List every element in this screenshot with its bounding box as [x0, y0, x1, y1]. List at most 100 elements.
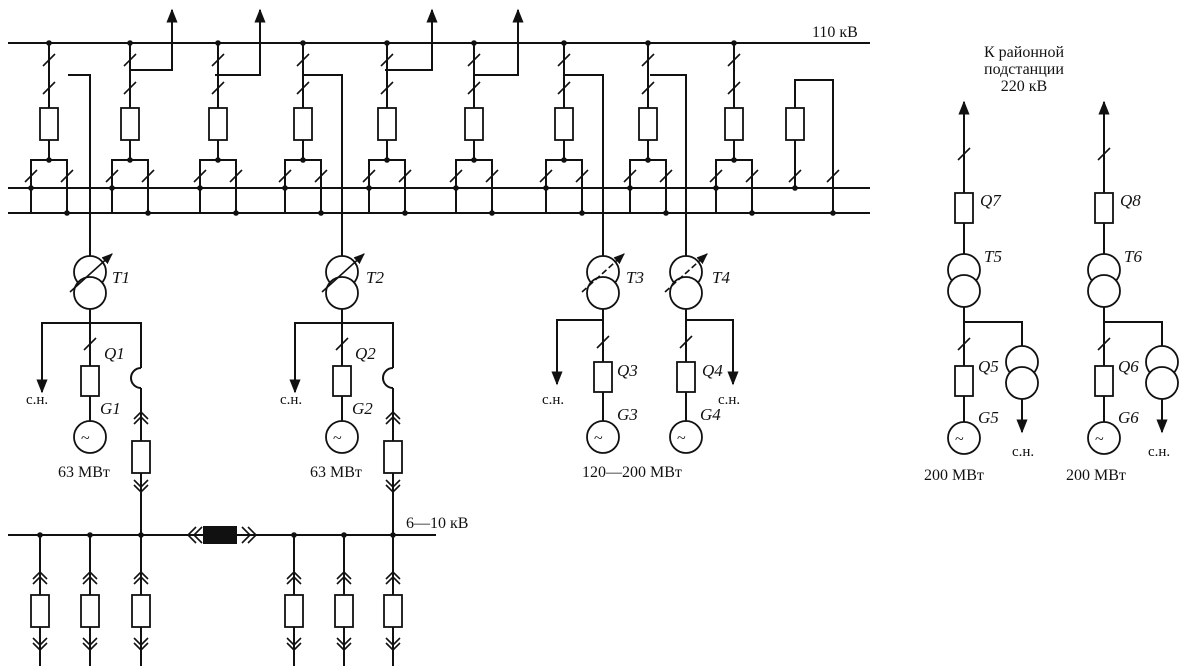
- plug-contact: [385, 575, 401, 585]
- transformer-t1-lv-winding: [73, 276, 107, 310]
- bus-junction: [489, 210, 495, 216]
- bay-breaker: [554, 107, 574, 141]
- breaker-q4: [676, 361, 696, 393]
- generator-g6: [1087, 421, 1121, 455]
- bus-junction: [215, 157, 221, 163]
- bus-disconnector: [193, 169, 207, 183]
- transformer-t5-lv-winding: [947, 274, 981, 308]
- generator-symbol: ~: [955, 431, 964, 448]
- bus-disconnector: [314, 169, 328, 183]
- bus-junction: [282, 185, 288, 191]
- bay-fork: [629, 159, 667, 213]
- plug-contact: [385, 570, 401, 580]
- plug-contact: [133, 410, 149, 420]
- plug-contact: [82, 637, 98, 647]
- breaker-gen-t2: [383, 440, 403, 474]
- regional-label-line3: 220 кВ: [1001, 78, 1047, 95]
- aux-feed-t3: [551, 319, 603, 386]
- regional-label-line1: К районной: [984, 44, 1064, 61]
- outgoing-line-3: [385, 8, 438, 71]
- bay-fork: [284, 159, 322, 213]
- generator-g2: [325, 420, 359, 454]
- reactor-g2: [382, 367, 394, 389]
- disconnector: [467, 81, 481, 95]
- lv-busbar: [8, 526, 436, 544]
- bus-disconnector: [485, 169, 499, 183]
- bus-junction: [830, 210, 836, 216]
- power-g5: 200 МВт: [924, 467, 984, 484]
- power-g6: 200 МВт: [1066, 467, 1126, 484]
- disconnector: [467, 53, 481, 67]
- generator-g5: [947, 421, 981, 455]
- bus-junction: [453, 185, 459, 191]
- plug-contact: [133, 642, 149, 652]
- plug-contact: [385, 484, 401, 494]
- bus-disconnector: [623, 169, 637, 183]
- hv-busbars: [8, 42, 870, 214]
- plug-contact: [336, 637, 352, 647]
- regional-label-line2: подстанции: [984, 61, 1064, 78]
- plug-contact: [82, 570, 98, 580]
- bus-disconnector: [539, 169, 553, 183]
- plug-contact: [385, 415, 401, 425]
- bus-junction: [318, 210, 324, 216]
- label-q7: Q7: [980, 191, 1002, 210]
- sectional-breaker: [203, 526, 237, 544]
- hv-bays: [24, 40, 840, 216]
- label-q2: Q2: [355, 344, 376, 363]
- label-t3: T3: [626, 268, 644, 287]
- reactor-g1: [130, 367, 142, 389]
- plug-contact: [32, 570, 48, 580]
- unit-t4: T4 с.н. Q4 ~ G4: [650, 74, 740, 454]
- label-q8: Q8: [1120, 191, 1141, 210]
- bus-disconnector: [398, 169, 412, 183]
- label-q3: Q3: [617, 361, 638, 380]
- bus-disconnector: [449, 169, 463, 183]
- bus-junction: [366, 185, 372, 191]
- bus-disconnector: [575, 169, 589, 183]
- breaker-q1: [80, 365, 100, 397]
- bay-breaker: [208, 107, 228, 141]
- plug-contact: [133, 570, 149, 580]
- bus-disconnector: [745, 169, 759, 183]
- label-t6: T6: [1124, 247, 1142, 266]
- feeder-breaker: [80, 594, 100, 628]
- bus-junction: [233, 210, 239, 216]
- label-t1: T1: [112, 268, 130, 287]
- generator-symbol: ~: [594, 430, 603, 447]
- disconnector: [296, 81, 310, 95]
- bus-junction: [663, 210, 669, 216]
- bus-junction: [300, 157, 306, 163]
- generator-g1: [73, 420, 107, 454]
- label-g4: G4: [700, 405, 721, 424]
- tap-changer-arrow: [664, 253, 708, 293]
- label-t2: T2: [366, 268, 384, 287]
- power-g1: 63 МВт: [58, 464, 110, 481]
- tap-changer-arrow: [581, 253, 625, 293]
- plug-contact: [385, 637, 401, 647]
- generator-g4: [669, 420, 703, 454]
- breaker-gen-t1: [131, 440, 151, 474]
- bus-disconnector: [141, 169, 155, 183]
- disconnector: [42, 53, 56, 67]
- feeder-breaker: [131, 594, 151, 628]
- bay-breaker: [724, 107, 744, 141]
- aux-label-t1: с.н.: [26, 392, 48, 408]
- feeder-breaker: [383, 594, 403, 628]
- plug-contact: [133, 637, 149, 647]
- disconnector: [826, 169, 840, 183]
- label-g3: G3: [617, 405, 638, 424]
- bus-junction: [127, 157, 133, 163]
- aux-transformer-t6-lv: [1145, 366, 1179, 400]
- transformer-t3-lv-winding: [586, 276, 620, 310]
- aux-label-t3: с.н.: [542, 392, 564, 408]
- disconnector: [211, 81, 225, 95]
- label-g2: G2: [352, 399, 373, 418]
- bus-junction: [471, 157, 477, 163]
- plug-contact: [385, 410, 401, 420]
- generator-symbol: ~: [677, 430, 686, 447]
- bus-disconnector: [362, 169, 376, 183]
- bus-junction: [543, 185, 549, 191]
- disconnector-q3: [596, 335, 610, 349]
- plug-contact: [133, 484, 149, 494]
